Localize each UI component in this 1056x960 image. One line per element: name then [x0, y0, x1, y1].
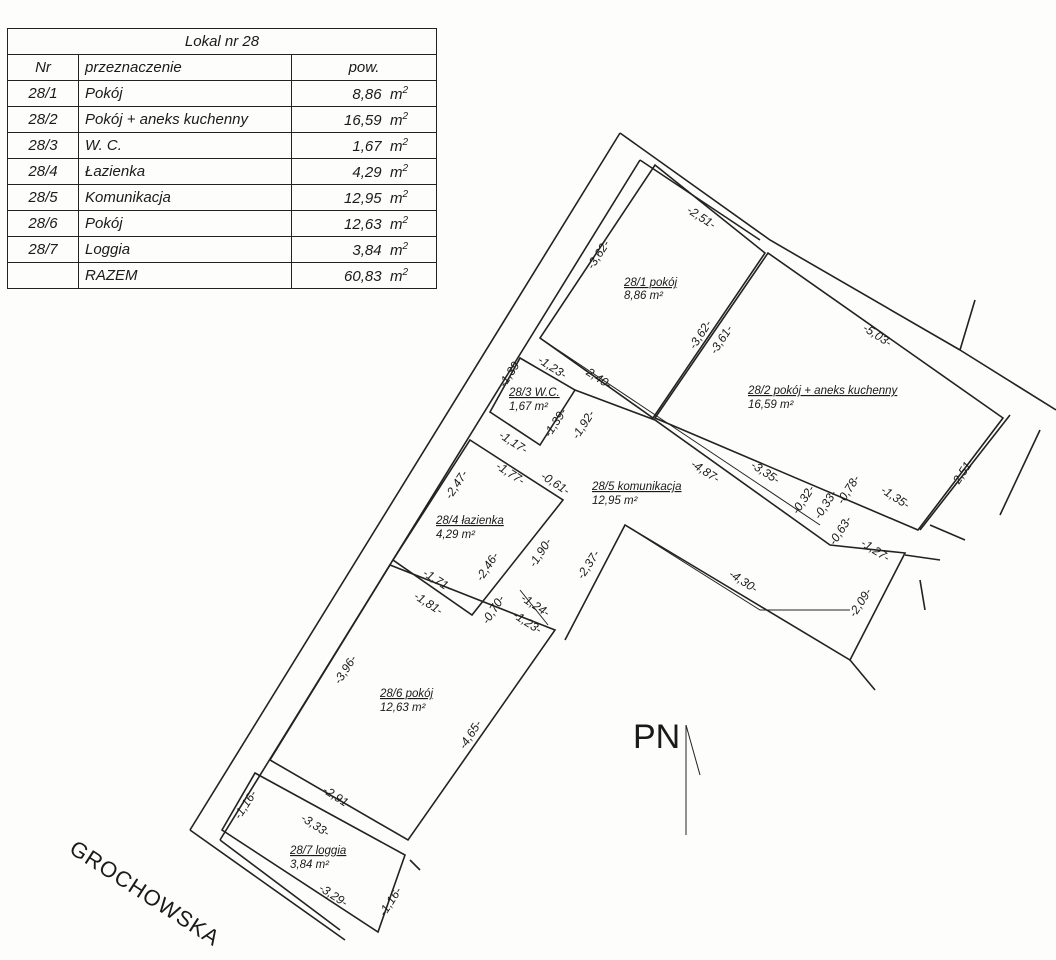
dimension-label: -2,91-	[320, 783, 354, 812]
table-total-row: RAZEM 60,83 m2	[7, 262, 437, 289]
dimension-label: -1,17-	[496, 428, 530, 457]
dimension-label: -2,46-	[473, 550, 502, 584]
dimension-label: -2,09-	[846, 586, 875, 620]
room-28-5-name: 28/5 komunikacja	[591, 481, 682, 493]
room-28-1-outline	[538, 163, 767, 420]
row-purpose: Pokój	[78, 210, 292, 237]
table-row: 28/1 Pokój 8,86 m2	[7, 80, 437, 107]
room-28-7-outline	[220, 771, 406, 934]
room-28-5-outline	[564, 389, 907, 662]
dimension-label: -3,29-	[316, 881, 350, 910]
table-header-row: Nr przeznaczenie pow.	[7, 54, 437, 81]
total-area: 60,83 m2	[291, 262, 437, 289]
room-28-5-area: 12,95 m²	[592, 495, 639, 507]
dimension-label: -0,61-	[538, 469, 572, 498]
dimension-label: -2,51-	[684, 203, 718, 232]
table-row: 28/4 Łazienka 4,29 m2	[7, 158, 437, 185]
room-28-4-outline	[391, 438, 565, 617]
dimension-label: -4,65-	[456, 718, 485, 752]
row-nr: 28/4	[7, 158, 79, 185]
row-purpose: Loggia	[78, 236, 292, 263]
room-28-3-area: 1,67 m²	[509, 401, 549, 413]
north-arrow: PN	[633, 718, 701, 835]
dimension-label: -1,92-	[569, 408, 598, 442]
room-28-7-area: 3,84 m²	[290, 859, 330, 871]
room-28-4-name: 28/4 łazienka	[435, 515, 504, 527]
row-area: 12,95 m2	[291, 184, 437, 211]
room-28-6-outline	[268, 564, 557, 842]
dimension-label: -3,33-	[298, 811, 332, 840]
dimension-label: -3,96-	[331, 653, 360, 687]
room-28-3-name: 28/3 W.C.	[508, 387, 560, 399]
row-area: 4,29 m2	[291, 158, 437, 185]
room-28-2-outline	[653, 251, 1005, 531]
room-28-7-name: 28/7 loggia	[289, 845, 346, 857]
dimension-label: -4,87-	[688, 457, 722, 486]
dimension-labels: -2,51- -3,62- -3,62- -3,61- -5,03- -1,39…	[231, 203, 977, 919]
room-28-3-outline	[488, 356, 577, 447]
dimension-label: -5,03-	[860, 321, 894, 350]
row-area: 3,84 m2	[291, 236, 437, 263]
dimension-label: -1,16-	[376, 885, 405, 919]
table-title: Lokal nr 28	[7, 28, 437, 55]
room-28-2-area: 16,59 m²	[748, 399, 795, 411]
row-area: 16,59 m2	[291, 106, 437, 133]
dimension-label: -1,27-	[858, 536, 892, 565]
dimension-label: -1,39-	[496, 356, 525, 390]
row-nr: 28/5	[7, 184, 79, 211]
room-schedule-table: Lokal nr 28 Nr przeznaczenie pow. 28/1 P…	[7, 28, 437, 289]
dimension-label: -1,35-	[878, 483, 912, 512]
room-28-4-area: 4,29 m²	[436, 529, 476, 541]
row-area: 8,86 m2	[291, 80, 437, 107]
room-28-2-name: 28/2 pokój + aneks kuchenny	[747, 385, 899, 397]
dimension-label: -3,35-	[748, 458, 782, 487]
row-purpose: W. C.	[78, 132, 292, 159]
room-schedule: Lokal nr 28 Nr przeznaczenie pow. 28/1 P…	[7, 28, 437, 289]
room-28-1-name: 28/1 pokój	[623, 277, 678, 289]
row-nr: 28/7	[7, 236, 79, 263]
table-row: 28/6 Pokój 12,63 m2	[7, 210, 437, 237]
dimension-label: -4,30-	[726, 567, 760, 596]
dimension-label: -1,16-	[231, 788, 260, 822]
row-purpose: Łazienka	[78, 158, 292, 185]
table-row: 28/5 Komunikacja 12,95 m2	[7, 184, 437, 211]
room-28-6-area: 12,63 m²	[380, 702, 427, 714]
dimension-label: -0,63-	[826, 514, 855, 548]
street-label: GROCHOWSKA	[65, 835, 224, 951]
room-28-6-name: 28/6 pokój	[379, 688, 434, 700]
dimension-label: -2,51-	[948, 456, 977, 490]
row-area: 12,63 m2	[291, 210, 437, 237]
row-nr: 28/6	[7, 210, 79, 237]
header-area: pow.	[291, 54, 437, 81]
dimension-label: -1,77-	[493, 459, 527, 488]
header-nr: Nr	[7, 54, 79, 81]
table-row: 28/7 Loggia 3,84 m2	[7, 236, 437, 263]
room-28-1-area: 8,86 m²	[624, 290, 664, 302]
dimension-label: -0,78-	[834, 473, 863, 507]
dimension-label: -2,40-	[580, 363, 614, 392]
north-label: PN	[633, 718, 680, 756]
total-label: RAZEM	[78, 262, 292, 289]
